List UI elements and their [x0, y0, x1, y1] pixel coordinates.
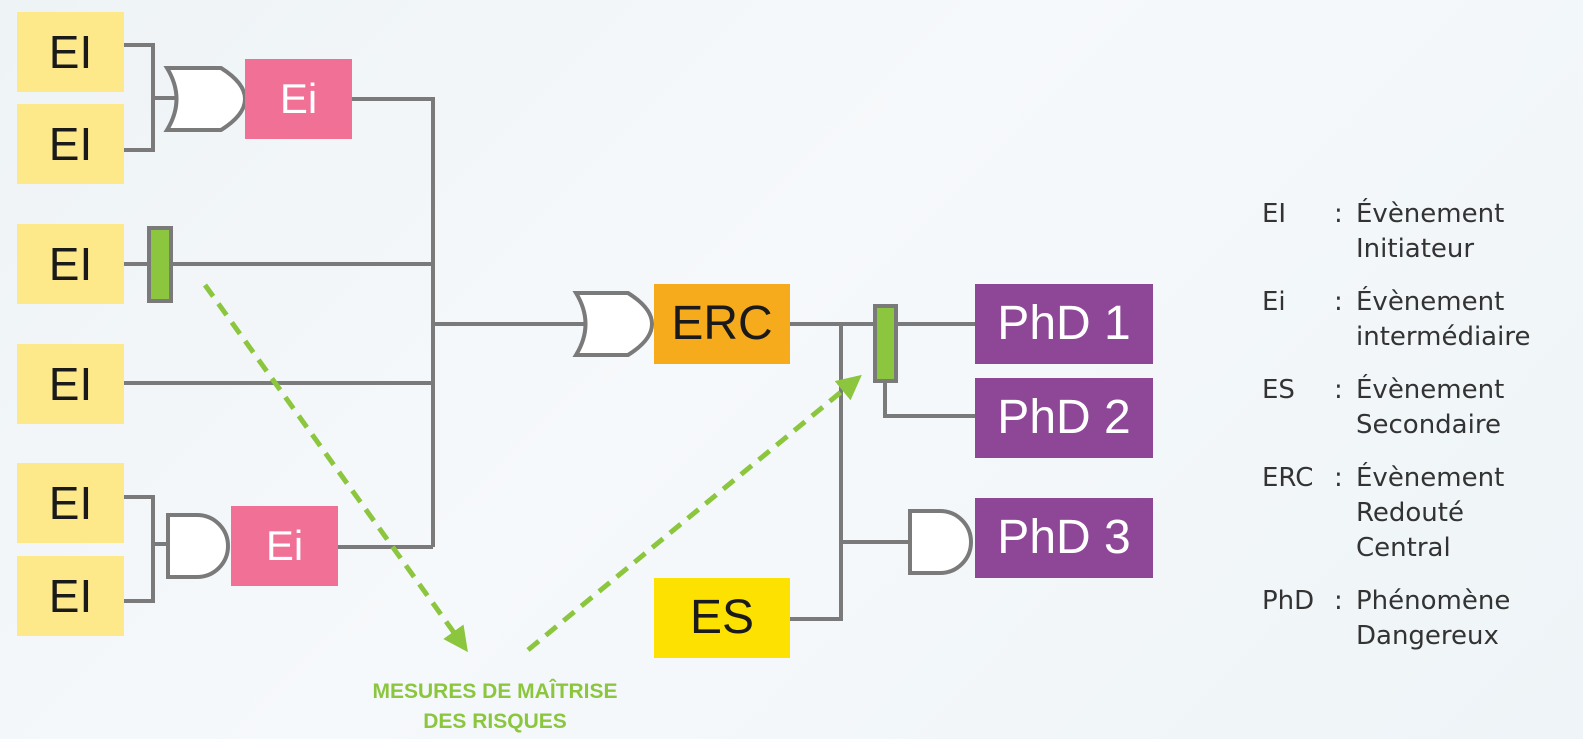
initiating-event-1: EI — [17, 12, 124, 92]
legend-definition: Évènement Redouté Central — [1356, 461, 1572, 566]
initiating-event-6: EI — [17, 556, 124, 636]
legend-separator: : — [1334, 199, 1343, 229]
phenomenon-1-box: PhD 1 — [975, 284, 1153, 364]
legend-separator: : — [1334, 463, 1343, 493]
legend-def-line: Évènement — [1356, 375, 1505, 405]
legend-def-line: Phénomène — [1356, 586, 1511, 616]
intermediate-event-1: Ei — [245, 59, 352, 139]
phenomenon-2-box: PhD 2 — [975, 378, 1153, 458]
initiating-event-2: EI — [17, 104, 124, 184]
legend-abbr: ERC — [1262, 463, 1314, 493]
barrier-arrow — [526, 374, 862, 652]
connector-line — [124, 43, 155, 152]
legend-separator: : — [1334, 586, 1343, 616]
legend-def-line: Central — [1356, 533, 1451, 563]
secondary-event-box: ES — [654, 578, 790, 658]
legend-def-line: Initiateur — [1356, 234, 1475, 264]
legend-separator: : — [1334, 287, 1343, 317]
caption-line-1: MESURES DE MAÎTRISE — [372, 680, 618, 703]
risk-control-caption: MESURES DE MAÎTRISE DES RISQUES — [320, 677, 670, 738]
and-gate — [166, 513, 230, 579]
barrier-left — [147, 226, 173, 303]
legend-def-line: Secondaire — [1356, 410, 1501, 440]
and-gate — [908, 509, 973, 575]
legend-abbr: ES — [1262, 375, 1295, 405]
legend-item-erc: ERC : Évènement Redouté Central — [1262, 461, 1572, 566]
initiating-event-4: EI — [17, 344, 124, 424]
legend-separator: : — [1334, 375, 1343, 405]
legend-def-line: Redouté — [1356, 498, 1464, 528]
barrier-right — [873, 304, 898, 383]
connector-line — [124, 495, 155, 603]
legend: EI : Évènement Initiateur Ei : Évènement… — [1262, 197, 1572, 672]
or-gate — [572, 291, 655, 357]
legend-def-line: Dangereux — [1356, 621, 1499, 651]
intermediate-event-2: Ei — [231, 506, 338, 586]
initiating-event-5: EI — [17, 463, 124, 543]
legend-definition: Évènement Secondaire — [1356, 373, 1572, 443]
caption-line-2: DES RISQUES — [423, 710, 567, 734]
initiating-event-3: EI — [17, 224, 124, 304]
legend-definition: Phénomène Dangereux — [1356, 584, 1572, 654]
connector-line — [790, 324, 843, 621]
legend-def-line: Évènement — [1356, 463, 1505, 493]
connector-line — [352, 97, 435, 547]
legend-def-line: intermédiaire — [1356, 322, 1531, 352]
legend-item-ei: EI : Évènement Initiateur — [1262, 197, 1572, 267]
connector-line — [883, 380, 975, 418]
or-gate — [163, 66, 248, 132]
legend-definition: Évènement intermédiaire — [1356, 285, 1572, 355]
legend-abbr: Ei — [1262, 287, 1286, 317]
legend-abbr: PhD — [1262, 586, 1315, 616]
legend-def-line: Évènement — [1356, 199, 1505, 229]
legend-item-es: ES : Évènement Secondaire — [1262, 373, 1572, 443]
legend-def-line: Évènement — [1356, 287, 1505, 317]
central-event-box: ERC — [654, 284, 790, 364]
phenomenon-3-box: PhD 3 — [975, 498, 1153, 578]
legend-definition: Évènement Initiateur — [1356, 197, 1572, 267]
legend-item-phd: PhD : Phénomène Dangereux — [1262, 584, 1572, 654]
legend-item-ei-intermediate: Ei : Évènement intermédiaire — [1262, 285, 1572, 355]
legend-abbr: EI — [1262, 199, 1287, 229]
barrier-arrow — [202, 283, 468, 653]
